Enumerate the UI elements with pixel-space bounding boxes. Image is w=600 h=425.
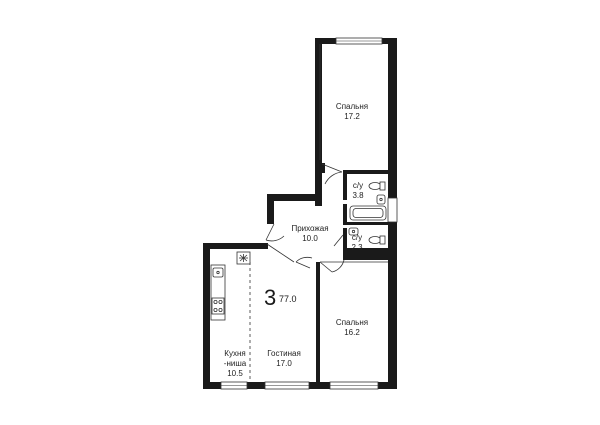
room-name: Прихожая [291, 224, 329, 233]
room-label-bedroom-top: Спальня 17.2 [334, 102, 370, 122]
room-label-kitchen: Кухня -ниша 10.5 [220, 349, 250, 379]
room-area: 3.8 [352, 191, 364, 200]
apartment-total-area: 77.0 [279, 294, 297, 304]
stove-icon [211, 297, 225, 315]
room-name: с/у [352, 181, 364, 190]
room-name-line2: -ниша [223, 359, 247, 368]
kitchen-sink-icon [212, 267, 224, 278]
room-name-line1: Кухня [224, 349, 246, 358]
room-area: 16.2 [344, 328, 360, 337]
interior-walls [316, 163, 390, 382]
room-name: с/у [351, 233, 363, 242]
room-label-bedroom-bottom: Спальня 16.2 [334, 318, 370, 338]
room-name: Гостиная [267, 349, 301, 358]
room-label-living: Гостиная 17.0 [264, 349, 304, 369]
windows [220, 37, 398, 390]
room-name: Спальня [335, 318, 369, 327]
room-area: 17.0 [276, 359, 292, 368]
partition-lines [249, 44, 388, 382]
room-label-bathroom-1: с/у 3.8 [349, 181, 367, 201]
room-name: Спальня [335, 102, 369, 111]
doors [265, 163, 345, 273]
room-area: 2.3 [351, 243, 363, 252]
bathtub-icon [349, 205, 387, 221]
toilet-icon [368, 181, 386, 191]
room-label-hallway: Прихожая 10.0 [286, 224, 334, 244]
room-area: 17.2 [344, 112, 360, 121]
room-label-bathroom-2: с/у 2.3 [348, 233, 366, 253]
apartment-room-count: 3 [264, 285, 277, 310]
sink-icon [376, 194, 386, 205]
room-area: 10.5 [227, 369, 243, 378]
ventilation-icon [236, 251, 251, 265]
room-area: 10.0 [302, 234, 318, 243]
toilet-icon-2 [368, 235, 386, 245]
sink-icon-2 [348, 227, 359, 236]
